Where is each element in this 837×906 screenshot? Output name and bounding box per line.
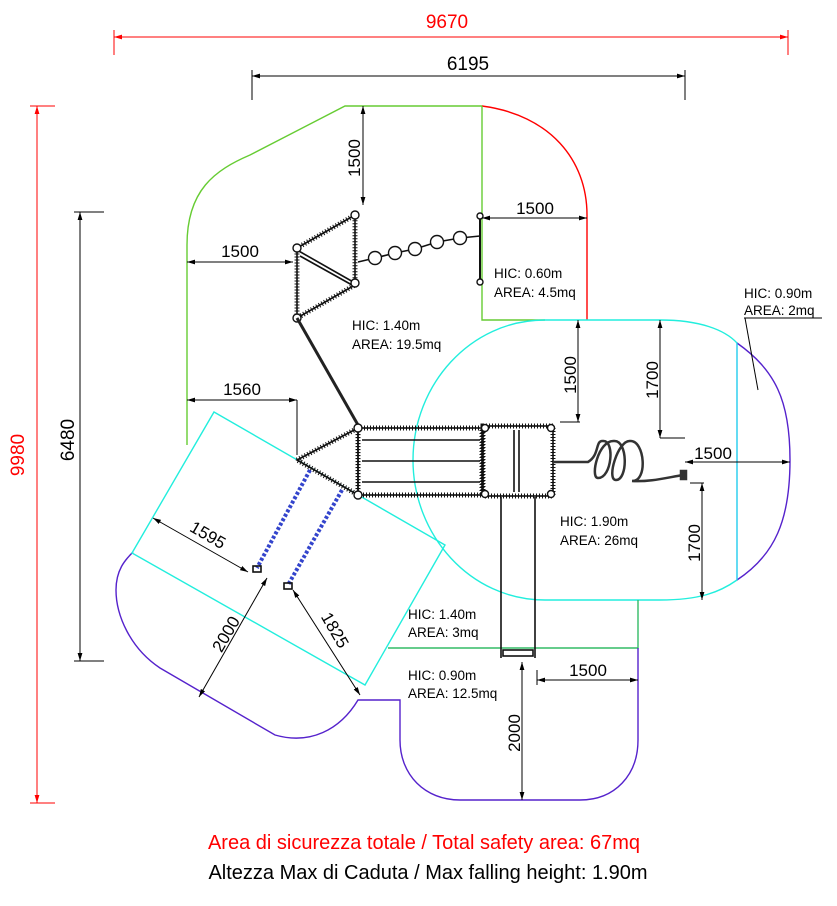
zone-hic: HIC: 1.90m [560,514,628,529]
overall-width-label: 9670 [426,12,468,33]
ladder-side-clearance-label: 1595 [187,518,229,553]
zone-label-ladder: HIC: 1.40m AREA: 3mq [408,607,479,640]
zone-label-spiral: HIC: 1.90m AREA: 26mq [560,514,638,548]
frame-depth-label: 6480 [58,419,79,461]
zone-outline-purple-right [736,342,791,581]
zone-hic: HIC: 0.90m [408,668,476,683]
chain-clearance-label: 1500 [516,199,554,218]
diagonal-ladder [295,317,360,426]
zone-chain-divider [481,106,545,321]
total-safety-area: Area di sicurezza totale / Total safety … [208,832,640,854]
ladder-end-clearance-label: 2000 [209,613,244,655]
clearance-dimensions: 1500 1500 1500 1560 1500 1700 1500 1700 … [152,106,790,800]
zone-outline-red-top [481,105,588,320]
zone-hic: HIC: 0.60m [494,266,562,281]
straight-slide [500,497,536,658]
frame-depth-dimension: 6480 [58,211,104,662]
overall-depth-label: 9980 [8,434,29,476]
zone-label-chain: HIC: 0.60m AREA: 4.5mq [494,266,576,300]
chain-bridge [357,212,484,286]
zone-labels: HIC: 0.60m AREA: 4.5mq HIC: 1.40m AREA: … [352,266,822,701]
spiral-top-clearance-label: 1700 [643,361,662,399]
left-clearance-label: 1500 [221,242,259,261]
overall-depth-dimension: 9980 [8,105,55,804]
tower-top-clearance-label: 1500 [561,356,580,394]
frame-width-dimension: 6195 [251,54,686,100]
zone-label-climber: HIC: 1.40m AREA: 19.5mq [352,318,441,352]
slide-end-clearance-label: 2000 [505,714,524,752]
climbing-frame [292,210,360,323]
safety-zones [115,105,791,801]
zone-outline-green-top [186,105,482,445]
zone-area: AREA: 2mq [744,303,815,318]
zone-area: AREA: 4.5mq [494,285,576,300]
zone-hic: HIC: 1.40m [408,607,476,622]
zone-hic: HIC: 0.90m [744,286,812,301]
main-deck [291,423,485,500]
overall-width-dimension: 9670 [113,12,789,55]
zone-hic: HIC: 1.40m [352,318,420,333]
zone-outline-purple-bottom [115,551,639,801]
zone-area: AREA: 19.5mq [352,337,441,352]
spiral-end-clearance-label: 1500 [694,444,732,463]
tower [480,423,556,499]
zone-area: AREA: 12.5mq [408,686,497,701]
ladder-rails [252,469,344,590]
zone-area: AREA: 3mq [408,625,479,640]
max-falling-height: Altezza Max di Caduta / Max falling heig… [208,862,647,884]
frame-width-label: 6195 [447,54,489,75]
zone-label-spiral-end: HIC: 0.90m AREA: 2mq [744,286,822,391]
left-ladder-clearance-label: 1560 [223,380,261,399]
zone-label-slide: HIC: 0.90m AREA: 12.5mq [408,668,497,701]
spiral-bottom-clearance-label: 1700 [685,524,704,562]
play-structure [252,210,688,658]
ladder-diagonal-clearance-label: 1825 [317,609,352,651]
spiral-tube-slide [553,439,688,483]
slide-side-clearance-label: 1500 [569,661,607,680]
zone-area: AREA: 26mq [560,533,638,548]
top-clearance-label: 1500 [345,139,364,177]
zone-outline-cyan-ladder [131,411,446,686]
